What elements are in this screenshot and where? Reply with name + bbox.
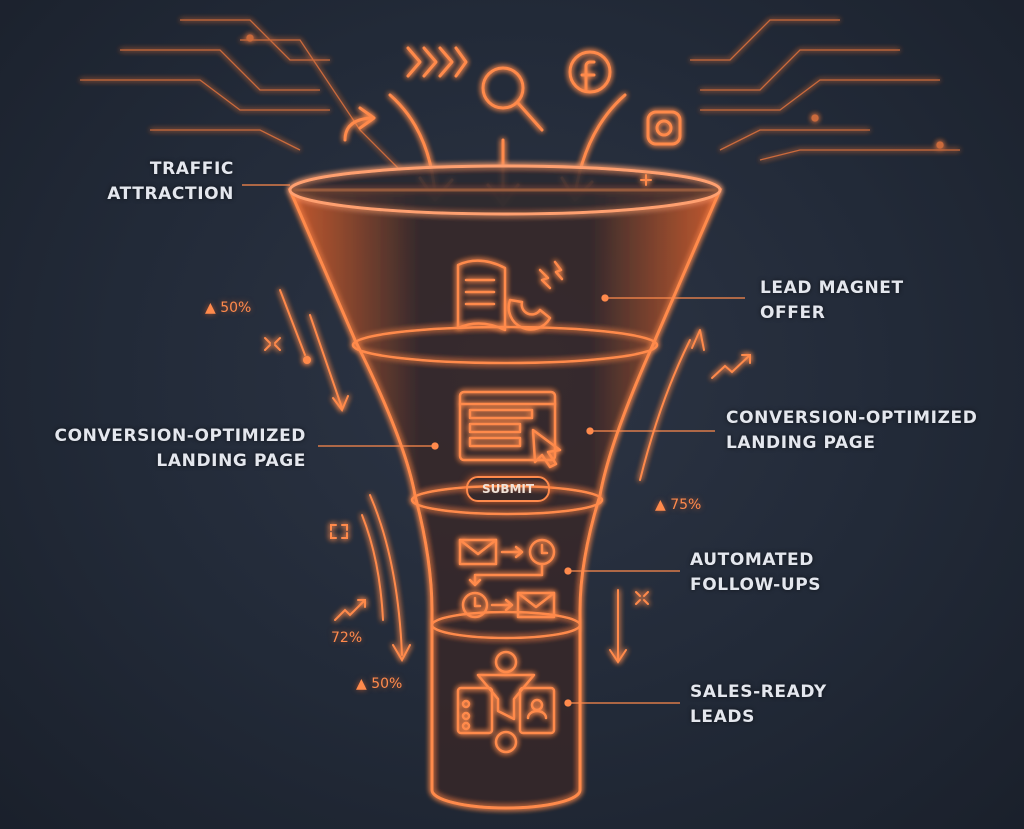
stat-mid-right: ▲ 75% [655,497,702,513]
facebook-icon [568,50,612,94]
label-line: AUTOMATED [690,550,814,570]
stat-bottom-left: ▲ 50% [356,676,403,692]
label-line: OFFER [760,303,826,323]
funnel [287,164,723,810]
email-icon [516,591,556,619]
label-traffic-attraction: TRAFFIC ATTRACTION [107,157,234,207]
label-lead-magnet: LEAD MAGNET OFFER [760,276,904,326]
label-line: LANDING PAGE [156,451,306,471]
label-line: ATTRACTION [107,184,234,204]
circuit-lines [80,19,960,171]
label-line: CONVERSION-OPTIMIZED [54,426,306,446]
label-automated-follow-ups: AUTOMATED FOLLOW-UPS [690,548,821,598]
label-line: SALES-READY [690,682,827,702]
funnel-dollar-icon [456,650,556,754]
form-window-icon [458,390,557,462]
label-line: LEAD MAGNET [760,278,904,298]
stat-top-left: ▲ 50% [205,300,252,316]
share-arrow-icon [343,106,376,142]
label-line: LANDING PAGE [726,433,876,453]
email-icon [458,538,498,566]
label-landing-page-left: CONVERSION-OPTIMIZED LANDING PAGE [55,424,306,474]
trend-up-icon [334,599,366,621]
stat-lower-left: 72% [331,630,363,646]
search-icon [481,66,544,132]
label-line: FOLLOW-UPS [690,575,822,595]
chevrons-icon [406,46,468,78]
cursor-icon [531,428,562,469]
label-sales-ready-leads: SALES-READY LEADS [690,680,827,730]
label-landing-page-right: CONVERSION-OPTIMIZED LANDING PAGE [726,406,977,456]
book-magnet-icon [456,259,564,332]
instagram-icon [646,110,682,146]
label-line: LEADS [690,707,755,727]
trend-up-icon [711,354,751,379]
label-line: CONVERSION-OPTIMIZED [726,408,978,428]
submit-button: SUBMIT [466,476,550,502]
label-line: TRAFFIC [149,159,234,179]
clock-icon [461,591,489,619]
leader-lines [242,184,745,707]
